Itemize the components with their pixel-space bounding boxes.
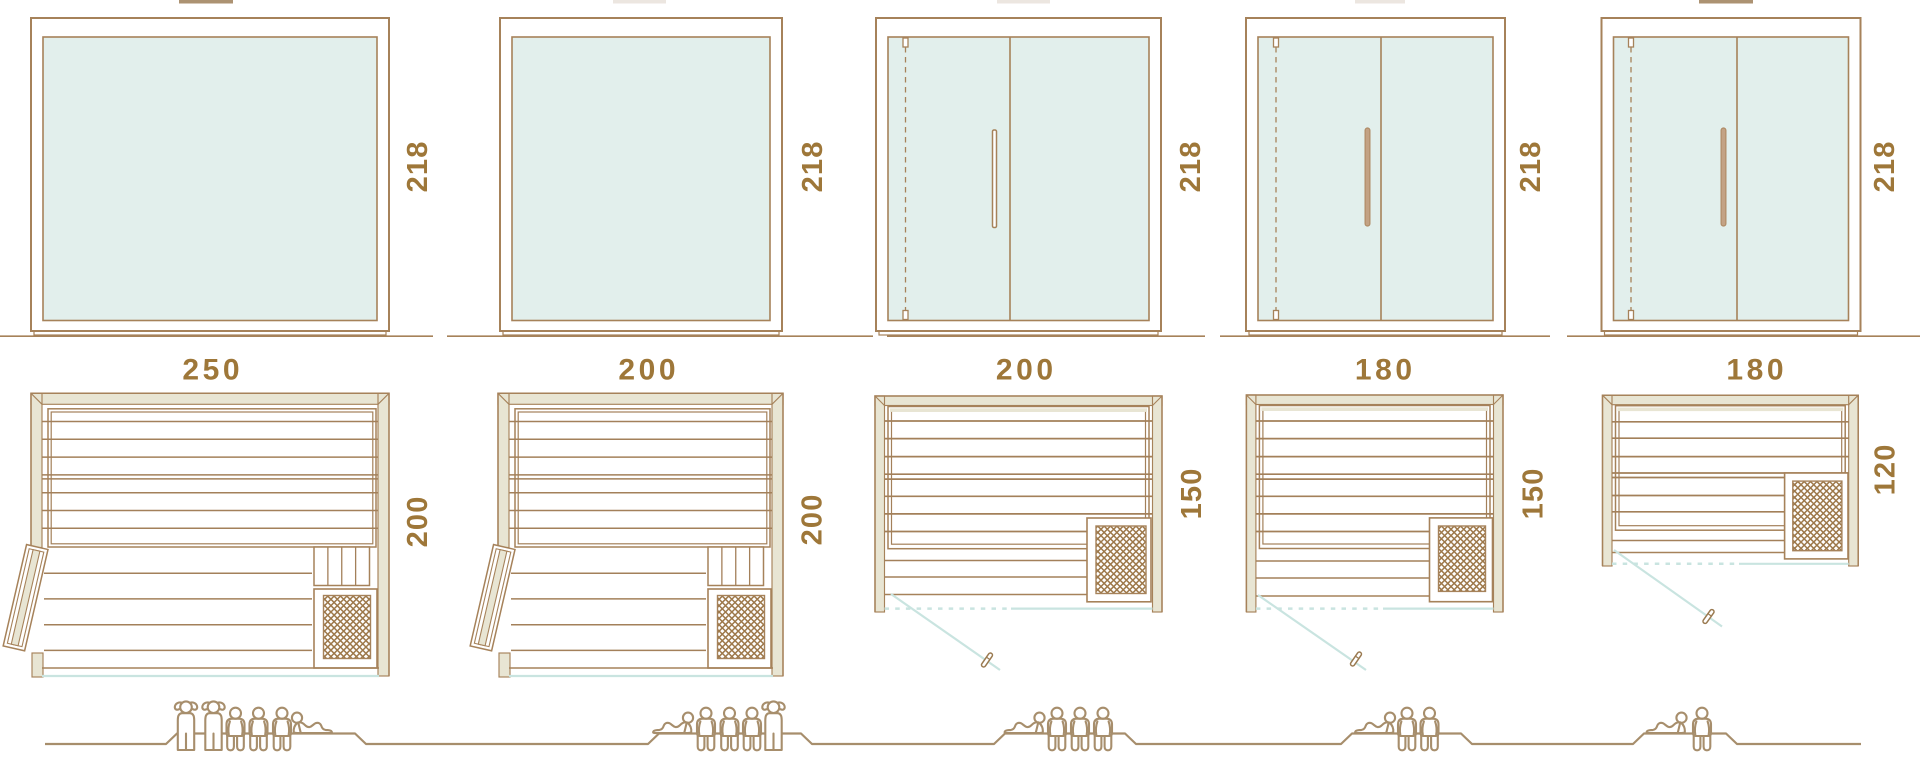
svg-text:180: 180: [1355, 354, 1416, 387]
svg-text:200: 200: [618, 354, 679, 387]
svg-text:120: 120: [1870, 443, 1902, 495]
svg-text:180: 180: [1726, 354, 1787, 387]
svg-text:200: 200: [402, 495, 434, 547]
svg-text:218: 218: [1175, 140, 1207, 192]
svg-text:200: 200: [797, 493, 829, 545]
svg-text:218: 218: [1869, 140, 1901, 192]
svg-text:150: 150: [1518, 467, 1550, 519]
svg-text:250: 250: [182, 354, 243, 387]
svg-text:218: 218: [402, 140, 434, 192]
svg-text:150: 150: [1176, 467, 1208, 519]
svg-text:218: 218: [1515, 140, 1547, 192]
svg-text:218: 218: [797, 140, 829, 192]
svg-text:200: 200: [996, 354, 1057, 387]
